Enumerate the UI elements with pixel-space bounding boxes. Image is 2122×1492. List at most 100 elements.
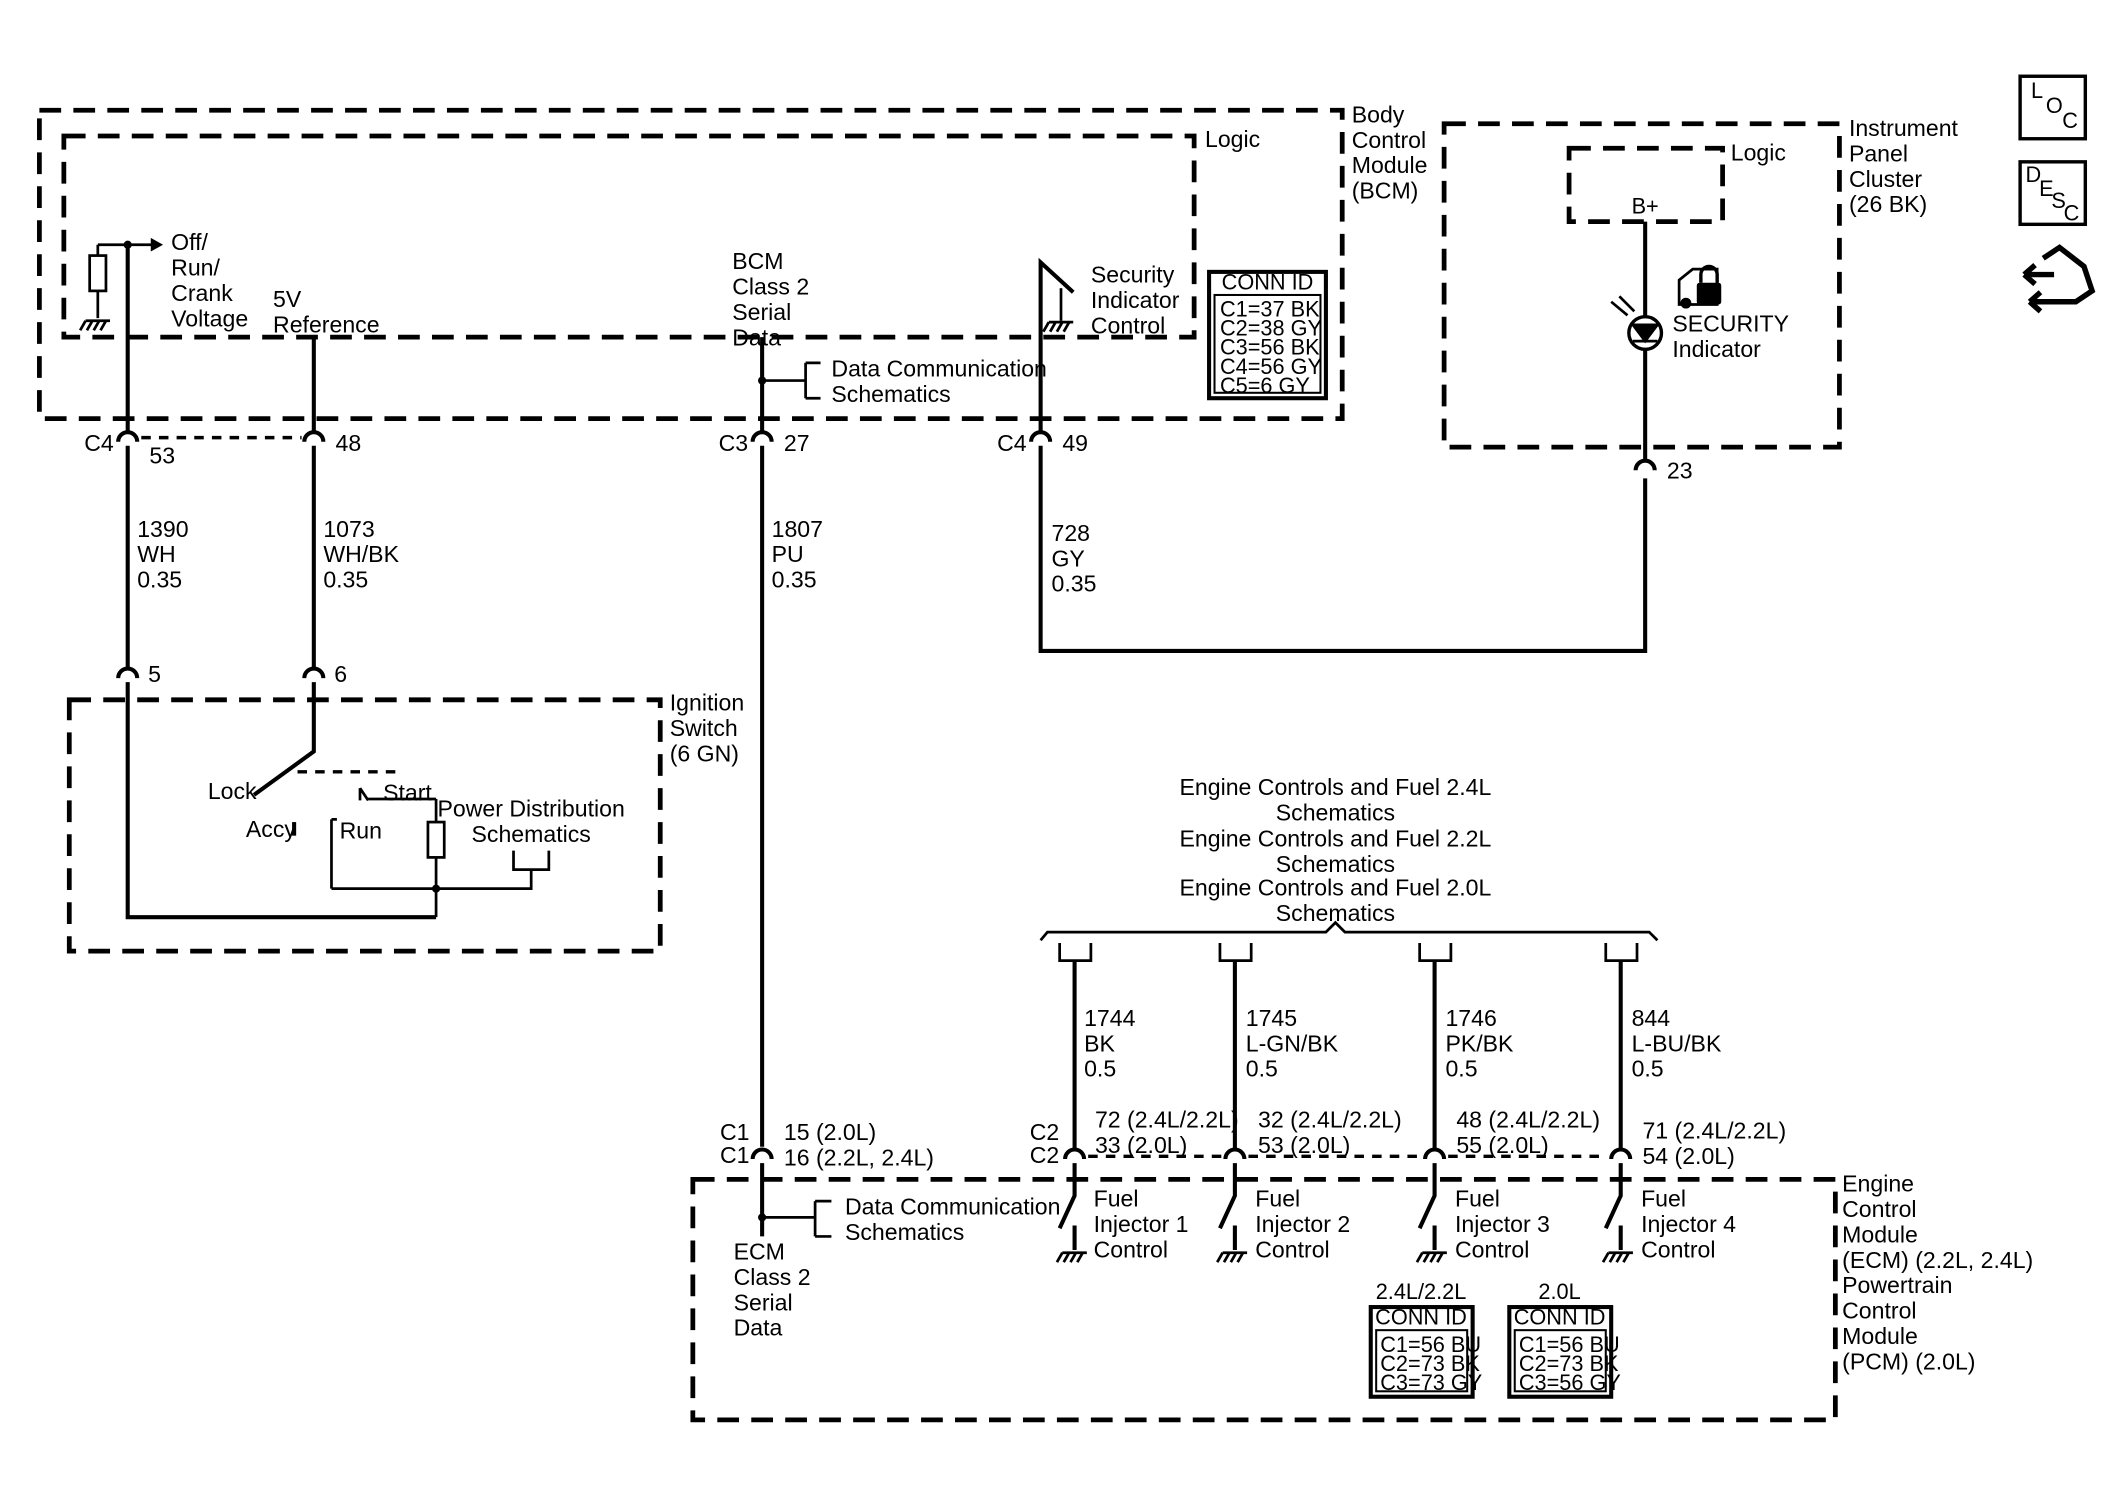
loc-button[interactable]: L O C <box>2018 74 2088 141</box>
ecm-conn-b-row: C2=73 BK <box>1519 1351 1619 1376</box>
engine-ref-stubs <box>1058 942 1639 963</box>
loc-letter: C <box>2062 108 2078 133</box>
connector-end-view-icon[interactable] <box>2022 244 2096 314</box>
bcm-module-box <box>37 107 1345 421</box>
bcm-pin-48: 48 <box>336 430 362 456</box>
ecm-conn-b-title: CONN ID <box>1514 1305 1606 1330</box>
wire-728 <box>1038 445 1648 653</box>
injector-4-switch <box>1603 1163 1623 1251</box>
ecm-inj1-pins: 72 (2.4L/2.2L)33 (2.0L) <box>1095 1107 1239 1158</box>
loc-letter: L <box>2031 78 2043 103</box>
bcm-conn-id-inner <box>1213 293 1322 394</box>
security-switch <box>1038 257 1075 433</box>
connector-icon <box>304 432 323 442</box>
ipc-pin-23: 23 <box>1667 457 1693 483</box>
data-comm-ref-bracket <box>762 361 821 400</box>
loc-icon[interactable] <box>2018 74 2088 141</box>
ecm-conn-a-box <box>1368 1305 1475 1399</box>
bcm-conn-row: C4=56 GY <box>1220 354 1323 379</box>
bcm-logic-label: Logic <box>1205 126 1260 152</box>
ignition-switch-box <box>66 697 663 954</box>
bcm-logic-box <box>61 133 1197 340</box>
ground-icon <box>1041 320 1075 334</box>
ign-pin-6: 6 <box>334 661 347 687</box>
ecm-conn-b-caption: 2.0L <box>1538 1279 1580 1304</box>
ecm-conn-a-inner <box>1375 1329 1469 1393</box>
ecm-inj3-pins: 48 (2.4L/2.2L)55 (2.0L) <box>1456 1107 1600 1158</box>
ign-run-label: Run <box>340 817 382 843</box>
ecm-conn-b-inner <box>1513 1329 1607 1393</box>
bcm-pin-53: 53 <box>149 442 175 468</box>
power-ref-bracket <box>512 850 551 871</box>
connector-icon <box>1611 1149 1630 1159</box>
ecm-data-comm-bracket <box>762 1199 832 1238</box>
connector-icon <box>1065 1149 1084 1159</box>
connector-icon <box>118 432 137 442</box>
connector-icon <box>1636 461 1655 471</box>
splice-dot <box>432 884 441 893</box>
ecm-conn-a-row: C1=56 BU <box>1380 1332 1481 1357</box>
connector-icon <box>1425 1149 1444 1159</box>
resistor-icon <box>426 820 446 859</box>
ecm-serial-pins: 15 (2.0L)16 (2.2L, 2.4L) <box>784 1119 934 1170</box>
injector-3-switch <box>1417 1163 1437 1251</box>
ecm-conn-a-title: CONN ID <box>1375 1305 1467 1330</box>
ign-wire-5 <box>125 682 437 920</box>
bcm-pin-27: 27 <box>784 430 810 456</box>
ground-icon <box>1215 1251 1249 1264</box>
bcm-pin-c4b: C4 <box>997 430 1027 456</box>
resistor-icon <box>88 254 108 293</box>
injector-1-switch <box>1057 1163 1077 1251</box>
bcm-conn-row: C1=37 BK <box>1220 297 1320 322</box>
ecm-conn-b-row: C1=56 BU <box>1519 1332 1620 1357</box>
ground-icon <box>78 319 112 332</box>
ipc-logic-label: Logic <box>1731 139 1786 165</box>
loc-letter: O <box>2046 93 2063 118</box>
bcm-conn-id-title: CONN ID <box>1222 270 1314 295</box>
desc-letter: C <box>2064 200 2080 225</box>
ipc-module-box <box>1441 121 1842 450</box>
injector-2-switch <box>1218 1163 1237 1251</box>
ecm-pin-c2b: C2 <box>1030 1142 1060 1168</box>
desc-button[interactable]: D E S C <box>2018 160 2088 227</box>
ecm-conn-b-row: C3=56 GY <box>1519 1370 1622 1395</box>
splice-dot <box>123 240 132 249</box>
bcm-conn-row: C3=56 BK <box>1220 335 1320 360</box>
ign-pin-5: 5 <box>148 661 161 687</box>
bcm-pin-c4: C4 <box>84 430 114 456</box>
connector-icon <box>304 669 323 679</box>
ecm-pin-c1a: C1 <box>720 1119 750 1145</box>
security-lock-icon <box>1677 264 1722 309</box>
connector-icon <box>753 1149 772 1159</box>
ign-switch-blade <box>252 682 316 797</box>
diode-icon <box>1630 323 1661 344</box>
desc-icon[interactable] <box>2018 160 2088 227</box>
bcm-pin-c3: C3 <box>719 430 749 456</box>
ipc-bplus-label: B+ <box>1632 193 1659 218</box>
desc-letter: S <box>2051 188 2066 213</box>
run-contact <box>330 818 337 889</box>
ecm-conn-b-box <box>1507 1305 1614 1399</box>
connector-icon <box>1225 1149 1244 1159</box>
light-rays-icon <box>1610 295 1636 317</box>
ecm-conn-a-row: C2=73 BK <box>1380 1351 1480 1376</box>
